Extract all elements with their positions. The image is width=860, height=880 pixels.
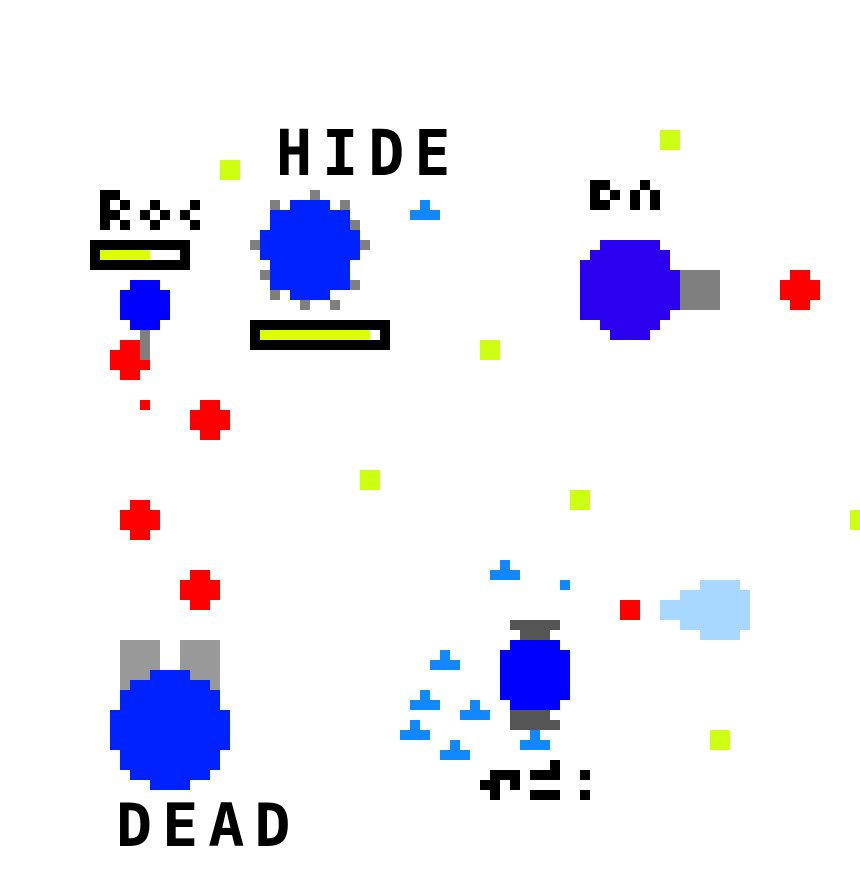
hide-status-label: HIDE bbox=[276, 117, 461, 191]
dead-status-label: DEAD bbox=[116, 791, 301, 861]
